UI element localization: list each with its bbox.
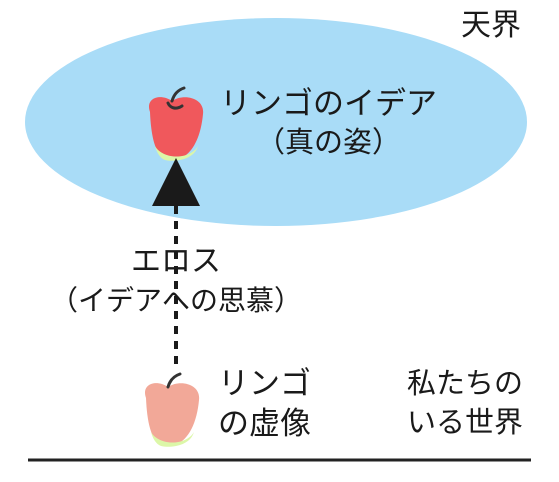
heaven-ellipse <box>25 18 527 226</box>
idea-apple-icon <box>149 86 204 161</box>
world-line-2: いる世界 <box>406 405 523 440</box>
eros-label: エロス （イデアへの思慕） <box>50 244 302 318</box>
idea-subtitle: （真の姿） <box>255 125 401 160</box>
idea-label: リンゴのイデア （真の姿） <box>220 86 437 160</box>
shadow-apple-icon <box>145 372 200 447</box>
shadow-line-2: の虚像 <box>218 406 311 443</box>
heaven-label: 天界 <box>461 8 521 43</box>
eros-title: エロス <box>130 244 221 279</box>
shadow-line-1: リンゴ <box>218 366 311 402</box>
idea-title: リンゴのイデア <box>220 86 437 122</box>
eros-subtitle: （イデアへの思慕） <box>49 284 303 317</box>
shadow-label: リンゴ の虚像 <box>218 364 311 445</box>
world-line-1: 私たちの <box>406 366 523 400</box>
world-label: 私たちの いる世界 <box>407 364 523 442</box>
